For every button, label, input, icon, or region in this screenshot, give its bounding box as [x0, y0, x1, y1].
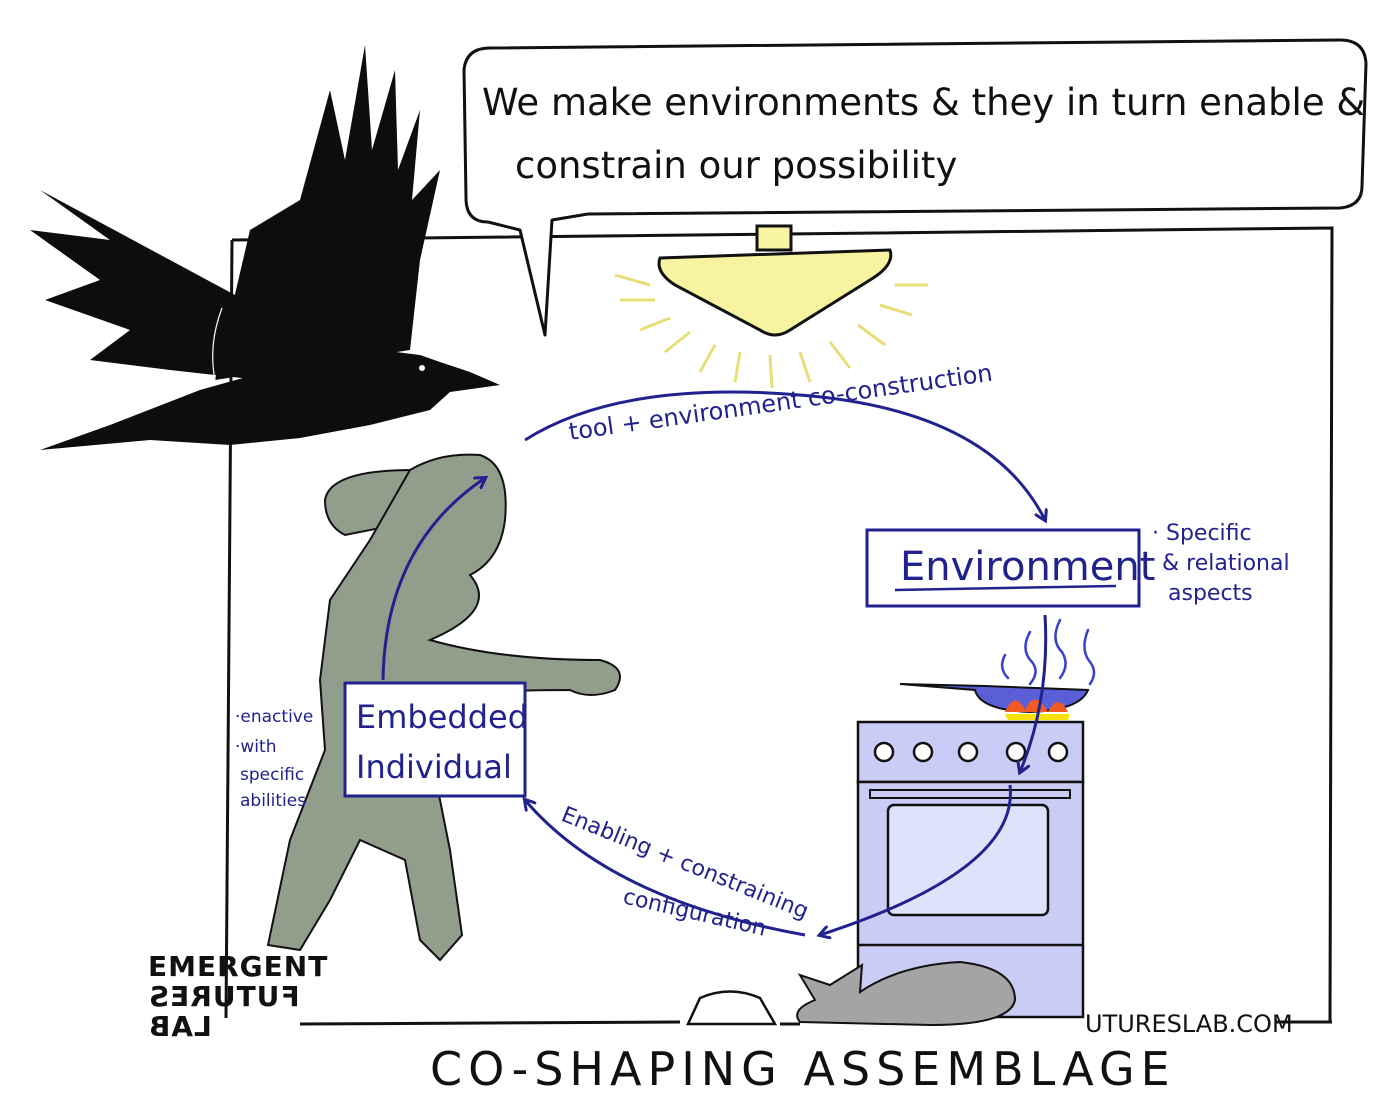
- raven-body-icon: [40, 350, 500, 450]
- arrow-stove-to-configuration: [820, 784, 1012, 935]
- raven-eye-icon: [419, 365, 425, 371]
- emergent-futures-lab-logo: EMERGENT FUTURES LAB: [148, 950, 329, 1044]
- label-tool-environment: tool + environment co-construction: [567, 359, 994, 446]
- oven-window: [886, 803, 1050, 917]
- speech-line-1: We make environments & they in turn enab…: [482, 81, 1365, 124]
- environment-note-2: & relational: [1162, 551, 1290, 576]
- individual-note-2: ·with: [235, 737, 276, 757]
- logo-line-1: EMERGENT: [148, 950, 329, 983]
- lamp-shade: [657, 248, 893, 337]
- speech-bubble: [462, 38, 1368, 337]
- logo-line-2: FUTURES: [148, 980, 300, 1013]
- environment-note-1: · Specific: [1152, 521, 1252, 546]
- individual-note-3: specific: [240, 765, 304, 785]
- raven-illustration: [30, 45, 500, 450]
- individual-note-1: ·enactive: [235, 707, 313, 727]
- arrow-tool-environment: [524, 390, 1045, 520]
- lamp-light-rays: [614, 273, 928, 389]
- individual-note-4: abilities: [240, 791, 306, 811]
- steam-icon: [1000, 618, 1096, 686]
- logo-line-3: LAB: [148, 1010, 212, 1043]
- lamp-mount: [755, 224, 793, 252]
- individual-box-line-2: Individual: [356, 748, 512, 786]
- cat-illustration: [796, 960, 1017, 1027]
- individual-box-line-1: Embedded: [356, 698, 528, 736]
- footer-url: UTURESLAB.COM: [1085, 1010, 1293, 1038]
- food-bowl-icon: [686, 990, 778, 1026]
- speech-line-2: constrain our possibility: [515, 144, 957, 187]
- stove-knobs: [873, 741, 1069, 763]
- room-frame: [224, 226, 1334, 1026]
- ceiling-lamp: [614, 224, 928, 389]
- environment-box-label: Environment: [900, 544, 1155, 590]
- raven-wing-front-icon: [215, 45, 440, 380]
- arrow-configuration-to-individual: [525, 800, 806, 937]
- stove-illustration: [856, 618, 1096, 1019]
- arrow-environment-to-stove: [1020, 614, 1048, 772]
- environment-box: [865, 528, 1141, 608]
- environment-note-3: aspects: [1168, 581, 1253, 606]
- arrow-individual-to-head: [381, 478, 485, 681]
- footer-title: CO-SHAPING ASSEMBLAGE: [430, 1042, 1176, 1096]
- individual-box: [343, 681, 527, 798]
- oven-handle: [869, 789, 1071, 799]
- cat-body: [796, 960, 1017, 1027]
